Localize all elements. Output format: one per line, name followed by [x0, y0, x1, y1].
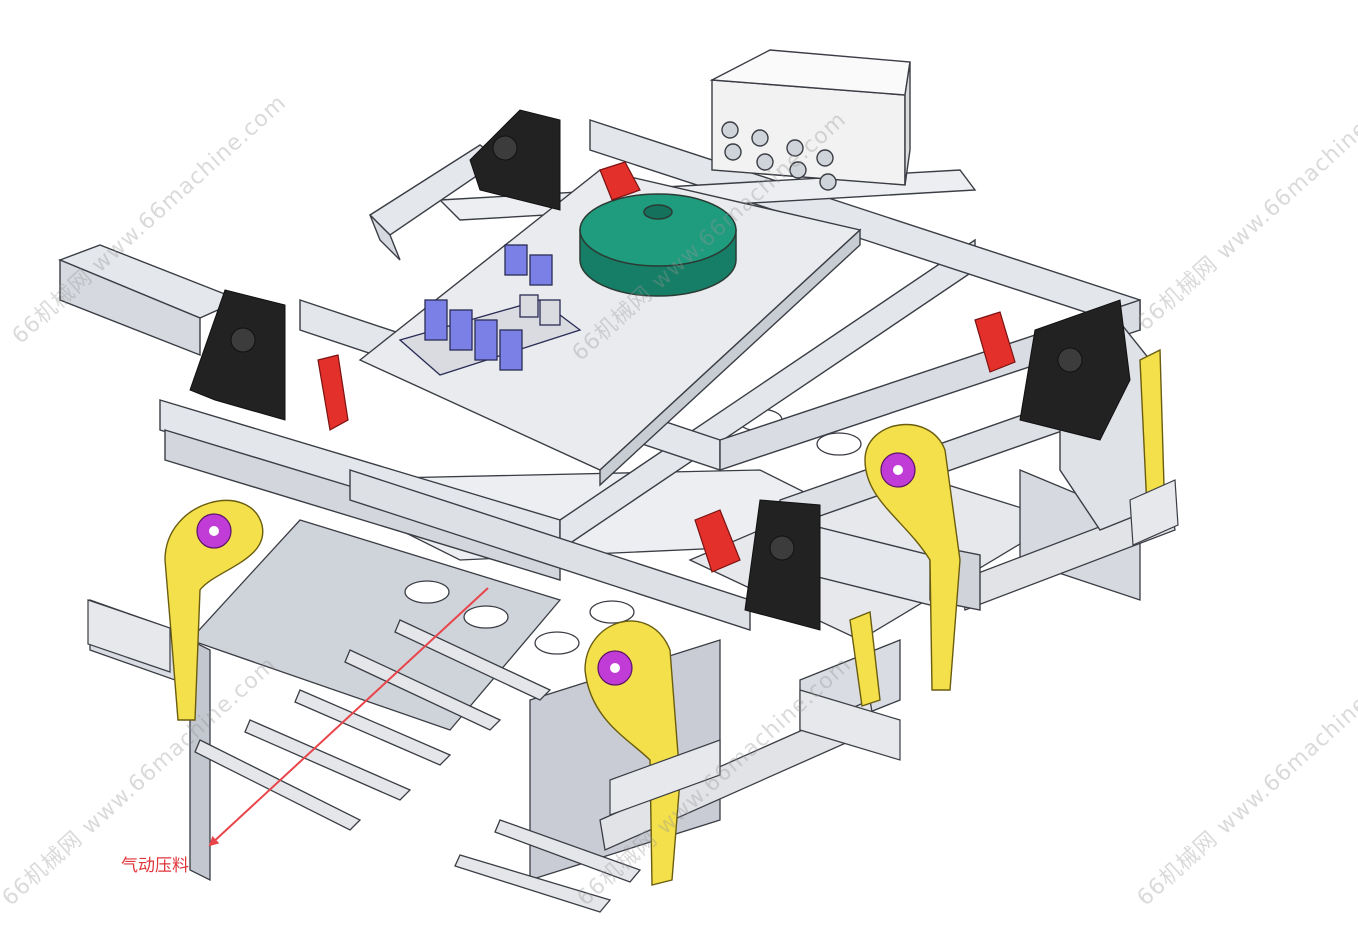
- annotation-arrow: [208, 587, 489, 847]
- rotary-actuator: [579, 193, 737, 297]
- hub-discs: [196, 452, 916, 686]
- fork-fingers: [194, 619, 642, 913]
- valve-manifold: [398, 244, 582, 376]
- swing-arms: [164, 348, 1166, 886]
- clamp-links: [317, 161, 1016, 573]
- comb-racks: [87, 479, 1179, 816]
- pivot-brackets: [189, 109, 1131, 631]
- annotation-label: 气动压料: [121, 856, 189, 876]
- junction-box: [709, 49, 911, 191]
